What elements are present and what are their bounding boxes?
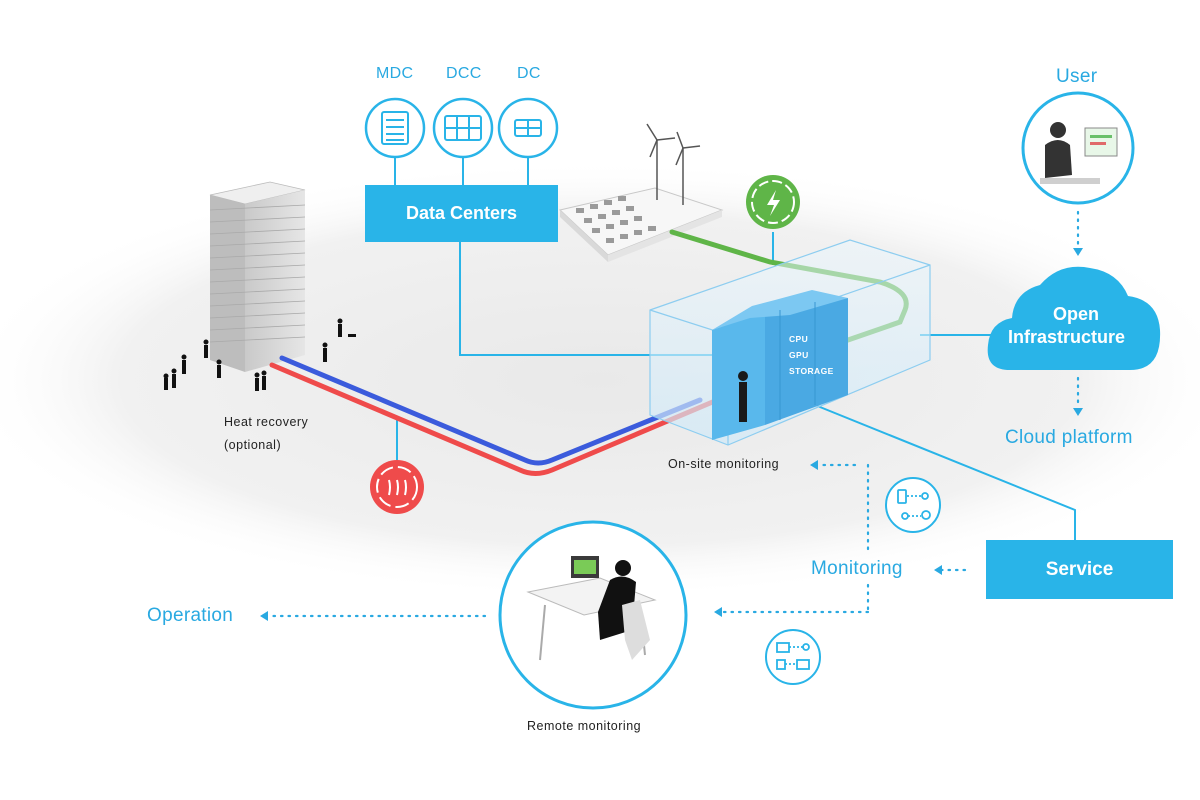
wind-turbines [646,123,701,205]
label-dc: DC [517,65,541,82]
heat-pipes [269,355,725,476]
label-onsite-monitoring: On-site monitoring [668,457,780,471]
document-icon [381,111,409,145]
rack-label-cpu: CPU [789,334,809,344]
dotted-arrows [266,210,1080,618]
label-user: User [1056,66,1098,87]
label-monitoring: Monitoring [811,558,903,579]
cloud-label-line1: Open [1053,304,1100,324]
label-cloud-platform: Cloud platform [1005,427,1133,448]
computer-network-circle [765,629,821,685]
computer-network-icon [776,642,810,670]
remote-desk-icon [526,556,657,661]
connector-lines [394,155,1076,540]
label-remote-monitoring: Remote monitoring [527,719,642,733]
mobile-network-circle [885,477,941,533]
label-operation: Operation [147,605,234,626]
arrow-heads [260,248,1083,621]
cloud-shape [987,266,1161,370]
tower-building [209,181,306,372]
data-centers-box: Data Centers [365,185,558,242]
solar-field [558,187,724,262]
service-box: Service [986,540,1173,599]
rack-label-storage: STORAGE [789,366,834,376]
label-heat-recovery-optional: (optional) [224,438,282,452]
cloud-label-line2: Infrastructure [1008,327,1126,347]
label-dcc: DCC [446,65,482,82]
user-at-desk-icon [1040,122,1118,184]
mobile-network-icon [897,489,931,520]
data-center-container [649,239,931,446]
remote-monitoring-circle [498,520,688,710]
people-silhouettes [163,318,356,391]
server-grid-icon [444,115,482,141]
lightning-icon [767,190,780,216]
label-mdc: MDC [376,65,414,82]
label-heat-recovery: Heat recovery [224,415,309,429]
server-icon [514,119,542,137]
rack-label-gpu: GPU [789,350,809,360]
